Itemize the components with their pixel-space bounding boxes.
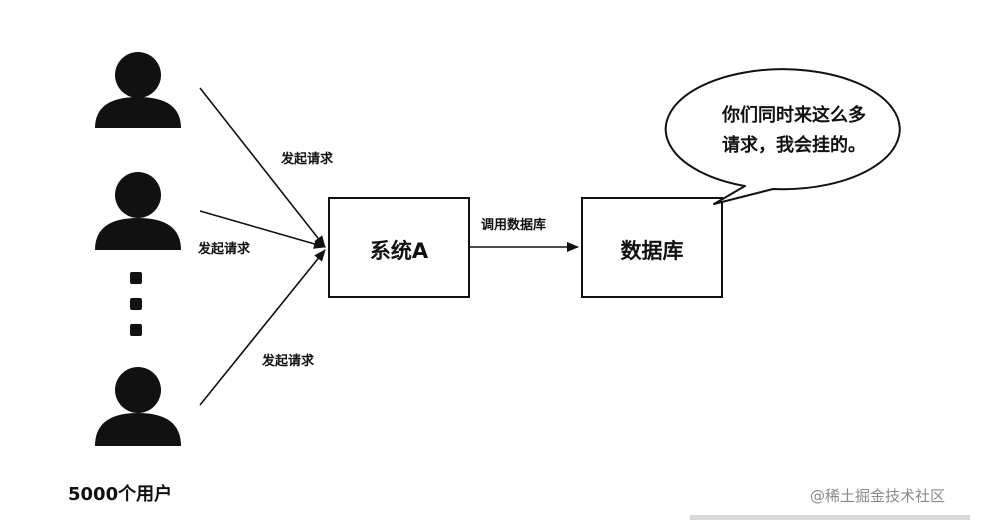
user-icon-3 (95, 367, 181, 446)
request-label-2: 发起请求 (198, 242, 251, 257)
database-box (581, 197, 723, 298)
bubble-line-1: 你们同时来这么多 (722, 105, 866, 126)
call-database-label: 调用数据库 (481, 218, 547, 233)
bottom-crop-mark (690, 515, 970, 520)
system-box-label: 系统A (369, 239, 429, 263)
users-count-label: 5000个用户 (68, 484, 173, 505)
request-arrow-1 (199, 87, 326, 248)
request-label-1: 发起请求 (281, 152, 334, 167)
request-label-3: 发起请求 (262, 354, 315, 369)
ellipsis-dots-icon (130, 272, 142, 336)
watermark: @稀土掘金技术社区 (810, 487, 946, 505)
speech-bubble (664, 68, 901, 205)
system-box (328, 197, 470, 298)
bubble-line-2: 请求，我会挂的。 (722, 135, 866, 156)
request-arrow-2 (199, 210, 326, 249)
bubble-text: 你们同时来这么多 请求，我会挂的。 (722, 101, 942, 161)
request-arrow-3 (199, 249, 326, 406)
database-box-label: 数据库 (620, 239, 684, 263)
user-icon-2 (95, 172, 181, 250)
user-icon-1 (95, 52, 181, 128)
